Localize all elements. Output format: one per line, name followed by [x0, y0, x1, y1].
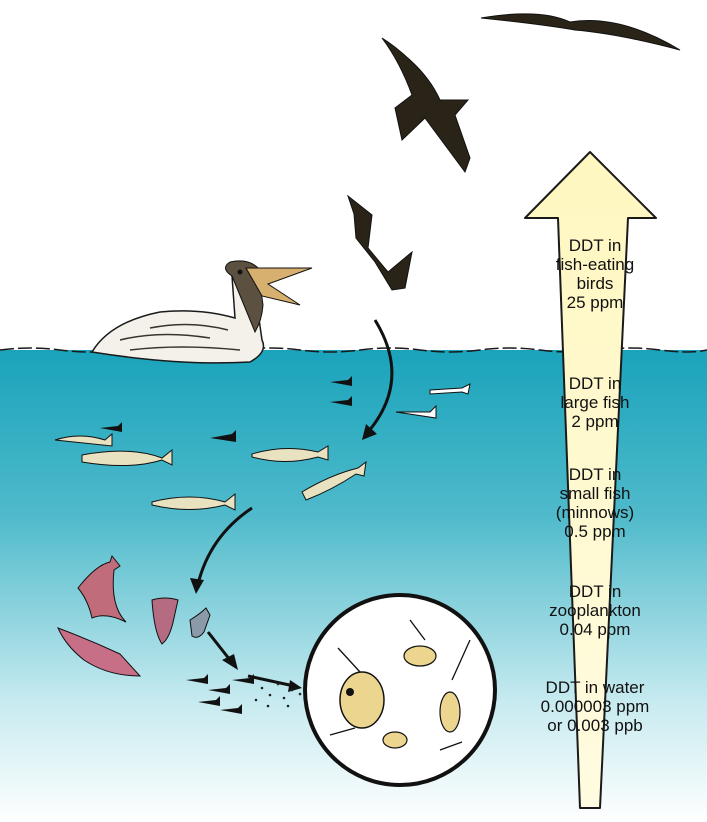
level-fish-eating-birds: DDT in fish-eating birds 25 ppm: [520, 236, 670, 312]
level-line: DDT in: [520, 582, 670, 601]
level-small-fish: DDT in small fish (minnows) 0.5 ppm: [520, 465, 670, 541]
level-line: DDT in: [520, 236, 670, 255]
flying-bird-gliding: [481, 14, 680, 50]
zooplankton-magnified: [305, 595, 495, 785]
level-line: fish-eating: [520, 255, 670, 274]
level-line: large fish: [520, 393, 670, 412]
flying-bird-diving: [382, 38, 470, 172]
level-line: DDT in water: [520, 678, 670, 697]
level-line: or 0.003 ppb: [520, 716, 670, 735]
level-line: (minnows): [520, 503, 670, 522]
level-line: small fish: [520, 484, 670, 503]
level-line: DDT in: [520, 374, 670, 393]
level-line: zooplankton: [520, 601, 670, 620]
level-line: 0.000003 ppm: [520, 697, 670, 716]
level-line: 0.04 ppm: [520, 620, 670, 639]
pelican-plunging: [348, 196, 412, 290]
level-line: 2 ppm: [520, 412, 670, 431]
level-water: DDT in water 0.000003 ppm or 0.003 ppb: [520, 678, 670, 735]
level-line: birds: [520, 274, 670, 293]
level-large-fish: DDT in large fish 2 ppm: [520, 374, 670, 431]
level-line: 0.5 ppm: [520, 522, 670, 541]
level-zooplankton: DDT in zooplankton 0.04 ppm: [520, 582, 670, 639]
level-line: 25 ppm: [520, 293, 670, 312]
level-line: DDT in: [520, 465, 670, 484]
